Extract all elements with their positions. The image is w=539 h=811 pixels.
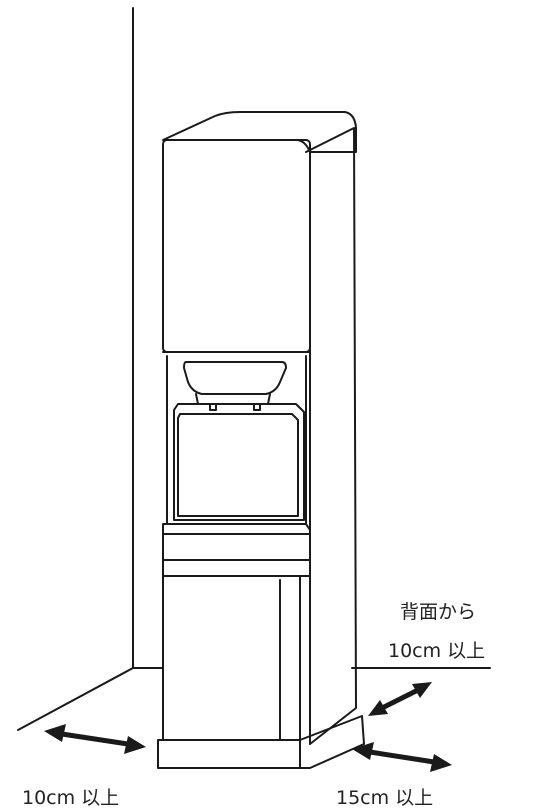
recess-back-inner [177, 413, 299, 517]
back-arrow-shaft [379, 687, 421, 711]
server-base [157, 715, 365, 769]
left-arrow-head-end [124, 736, 146, 754]
back-arrow-head-start [368, 700, 388, 716]
back-arrow-head-end [412, 682, 432, 698]
right-clearance-arrow [352, 742, 452, 772]
floor-line-left [17, 667, 134, 731]
left-arrow-shaft [59, 731, 131, 747]
drip-tray [162, 523, 311, 561]
back-clearance-label-line1: 背面から [400, 601, 477, 623]
water-server [157, 111, 365, 769]
left-clearance-arrow [44, 724, 146, 754]
room-outline [17, 7, 491, 731]
clearance-arrows [44, 682, 452, 772]
left-arrow-head-start [44, 724, 66, 742]
right-arrow-shaft [367, 749, 437, 765]
right-clearance-label: 15cm 以上 [336, 787, 434, 809]
server-upper-body [162, 139, 311, 353]
dispenser-recess [166, 355, 307, 525]
server-side-panel [305, 127, 357, 745]
back-clearance-label-line2: 10cm 以上 [388, 640, 486, 662]
right-arrow-head-end [430, 754, 452, 772]
back-clearance-arrow [368, 682, 432, 716]
left-clearance-label: 10cm 以上 [22, 787, 120, 809]
tap-housing-lower [195, 393, 271, 405]
tap-housing [183, 361, 287, 395]
recess-back-panel [173, 403, 305, 521]
right-arrow-head-start [352, 742, 374, 760]
server-top-cap [162, 111, 357, 153]
server-lower-cabinet [162, 559, 311, 577]
